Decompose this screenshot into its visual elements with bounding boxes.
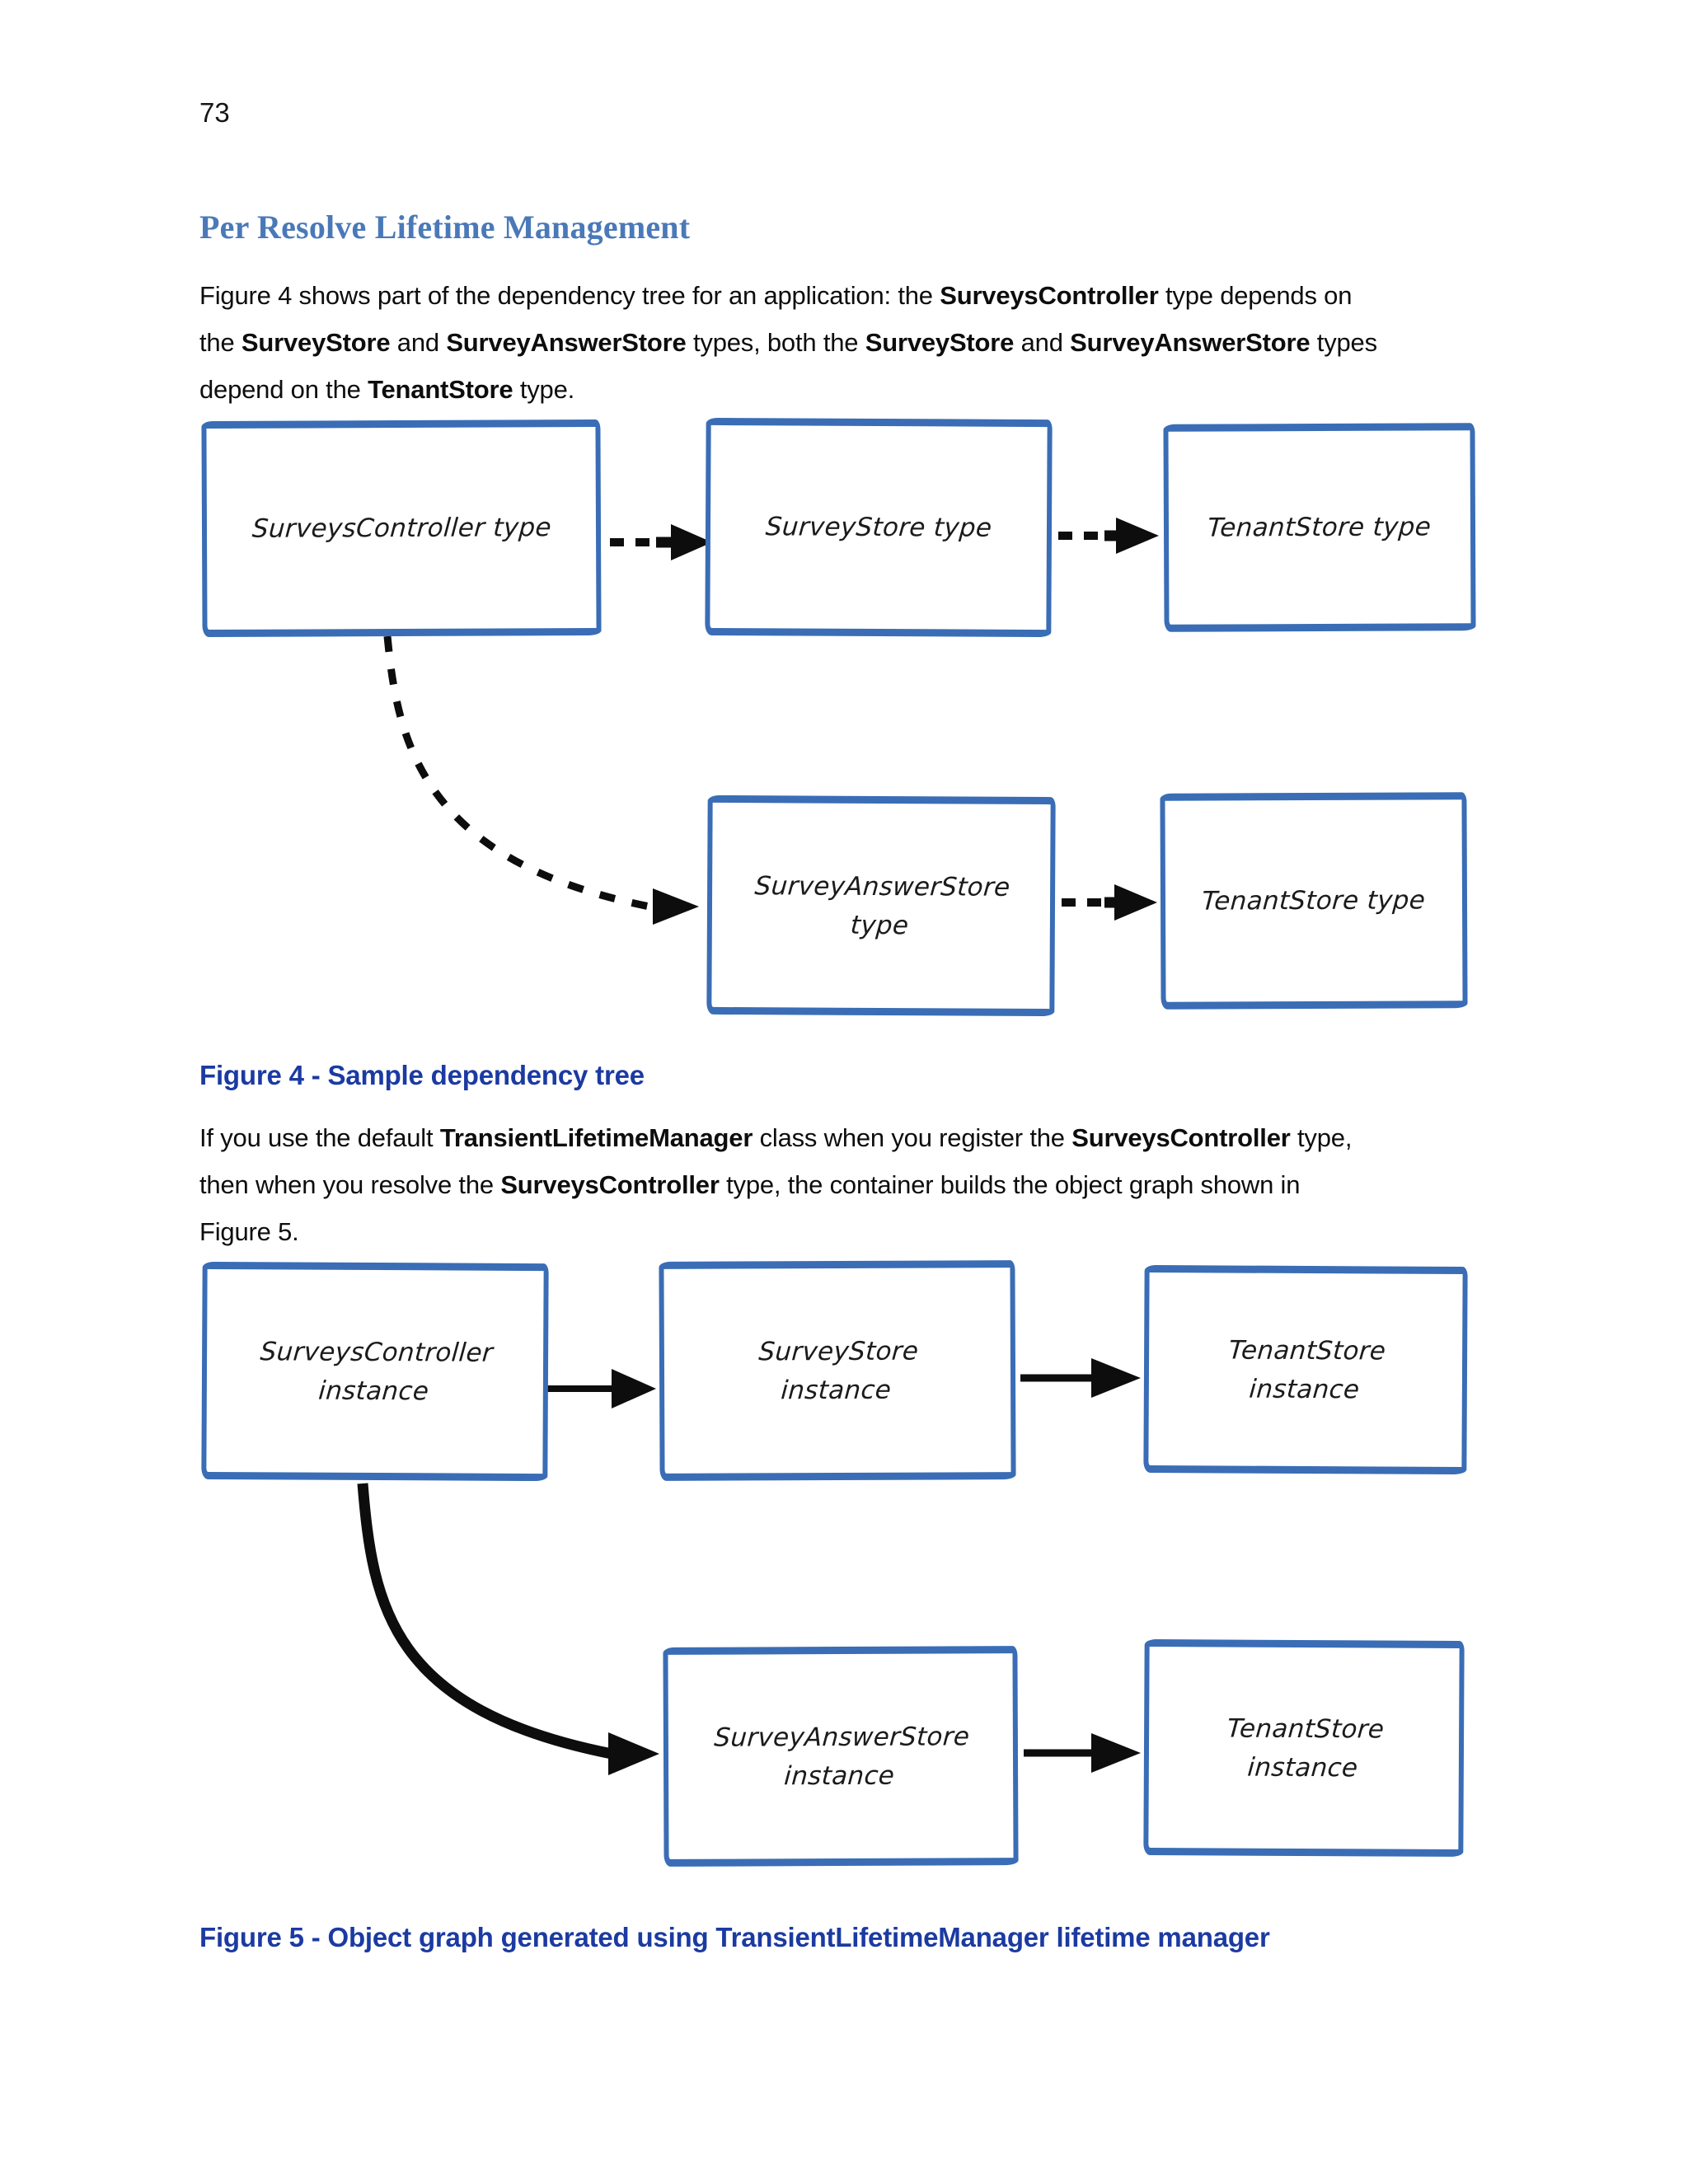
box-surveyanswerstore-instance: SurveyAnswerStore instance (663, 1646, 1019, 1867)
figure5-arrows (357, 1358, 1141, 1775)
box-label: SurveyAnswerStore instance (713, 1721, 971, 1791)
box-label: TenantStore type (1207, 512, 1432, 543)
dashed-arrow-surveyscontroller-to-surveystore (610, 524, 712, 560)
paragraph-figure4-intro: Figure 4 shows part of the dependency tr… (199, 272, 1584, 413)
dashed-arrow-surveyanswerstore-to-tenantstore (1062, 884, 1157, 921)
box-tenantstore-type-bottom: TenantStore type (1160, 792, 1468, 1010)
text-line: then when you resolve the SurveysControl… (199, 1170, 1301, 1199)
box-surveystore-type: SurveyStore type (705, 417, 1053, 638)
box-label: SurveysController type (251, 512, 552, 544)
solid-arrow-surveystore-to-tenantstore (1020, 1358, 1141, 1398)
box-tenantstore-type-top: TenantStore type (1163, 423, 1476, 632)
box-label: SurveyStore type (764, 512, 993, 543)
box-label: TenantStore type (1201, 885, 1427, 916)
figure4-dependency-tree-diagram: SurveysController type SurveyStore type … (0, 412, 1688, 1026)
section-heading: Per Resolve Lifetime Management (199, 209, 691, 246)
page-number: 73 (199, 97, 230, 128)
box-label: TenantStore instance (1227, 1335, 1387, 1404)
box-label: SurveyStore instance (757, 1336, 920, 1405)
dashed-arrow-surveystore-to-tenantstore (1058, 518, 1159, 554)
solid-arrow-surveyscontroller-to-surveystore (546, 1369, 656, 1408)
text-line: If you use the default TransientLifetime… (199, 1123, 1353, 1152)
text-line: Figure 5. (199, 1217, 299, 1246)
figure5-caption: Figure 5 - Object graph generated using … (199, 1922, 1270, 1952)
solid-curved-arrow-surveyscontroller-to-surveyanswerstore (357, 1483, 659, 1775)
box-surveyscontroller-type: SurveysController type (201, 419, 602, 638)
box-label: SurveysController instance (259, 1336, 495, 1406)
figure4-caption: Figure 4 - Sample dependency tree (199, 1060, 645, 1090)
box-surveyscontroller-instance: SurveysController instance (201, 1261, 549, 1482)
box-label: SurveyAnswerStore type (753, 870, 1011, 940)
solid-arrow-surveyanswerstore-to-tenantstore (1024, 1733, 1141, 1773)
text-line: Figure 4 shows part of the dependency tr… (199, 281, 1353, 310)
figure5-object-graph-diagram: SurveysController instance SurveyStore i… (0, 1253, 1688, 1867)
paragraph-figure5-intro: If you use the default TransientLifetime… (199, 1114, 1584, 1255)
dashed-curved-arrow-surveyscontroller-to-surveyanswerstore (383, 635, 699, 925)
box-tenantstore-instance-bottom: TenantStore instance (1143, 1638, 1465, 1858)
box-surveystore-instance: SurveyStore instance (659, 1260, 1016, 1481)
box-surveyanswerstore-type: SurveyAnswerStore type (706, 794, 1056, 1017)
box-tenantstore-instance-top: TenantStore instance (1143, 1264, 1468, 1475)
box-label: TenantStore instance (1226, 1713, 1386, 1783)
text-line: depend on the TenantStore type. (199, 375, 575, 404)
figure4-arrows (383, 518, 1159, 925)
text-line: the SurveyStore and SurveyAnswerStore ty… (199, 328, 1377, 357)
